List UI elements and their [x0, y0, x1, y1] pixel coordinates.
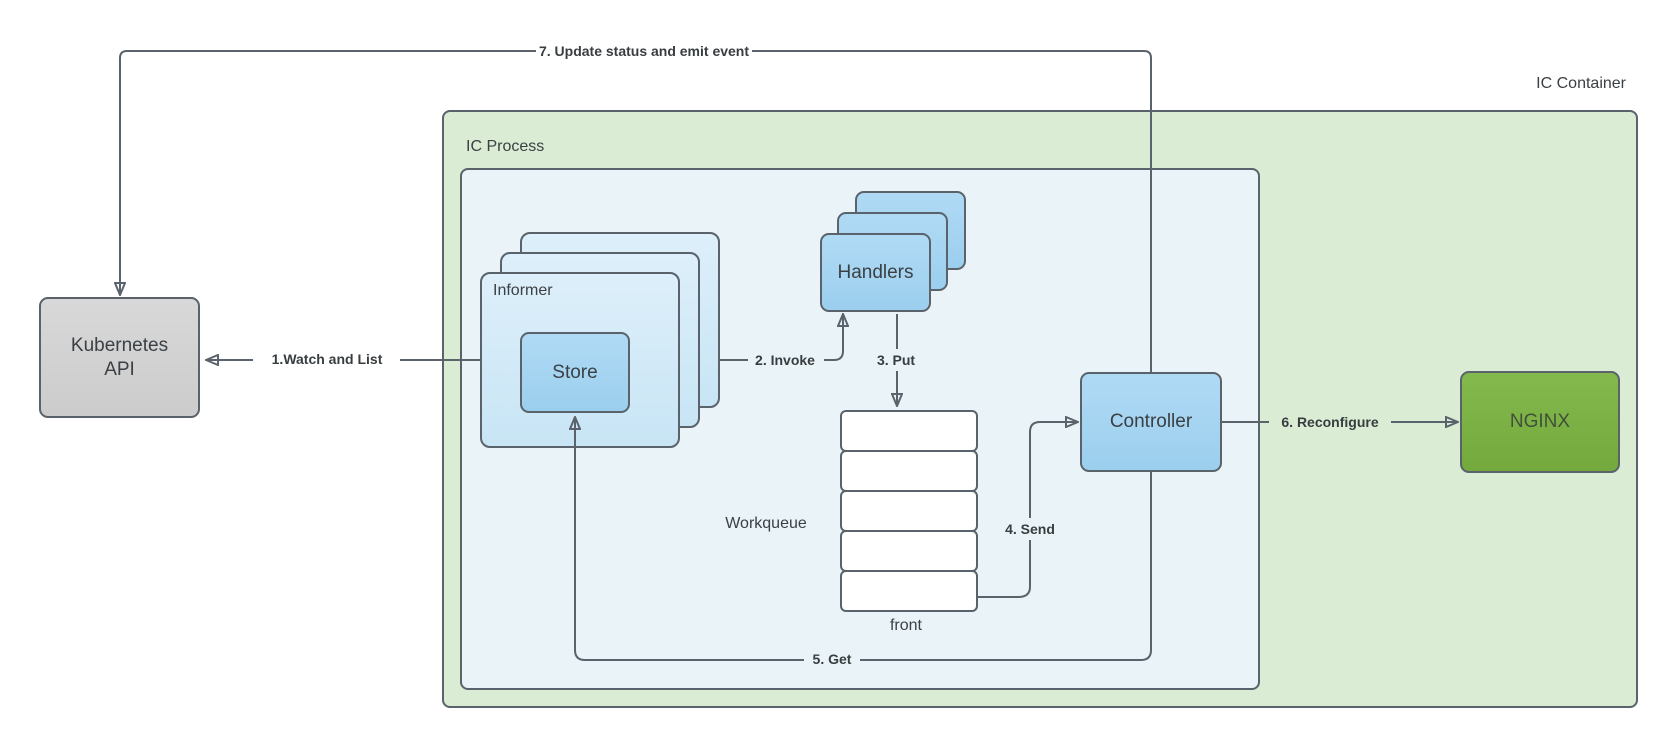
controller-node: Controller	[1080, 372, 1222, 472]
arrow-label-6: 6. Reconfigure	[1281, 414, 1379, 430]
workqueue-slot	[840, 450, 978, 492]
kubernetes-api-label: Kubernetes API	[70, 334, 169, 380]
arrow-label-2: 2. Invoke	[755, 352, 815, 368]
controller-label: Controller	[1109, 411, 1193, 432]
handlers-label-front: Handlers	[837, 261, 914, 283]
workqueue-front-label: front	[889, 617, 922, 634]
arrow-label-5: 5. Get	[812, 651, 852, 667]
informer-label: Informer	[493, 282, 553, 299]
nginx-node: NGINX	[1460, 371, 1620, 473]
workqueue-slot	[840, 570, 978, 612]
nginx-label: NGINX	[1509, 411, 1571, 432]
informer-card-front: Informer Store	[480, 272, 680, 448]
workqueue-slot	[840, 410, 978, 452]
workqueue-label: Workqueue	[725, 515, 807, 532]
ic-process-label: IC Process	[466, 138, 545, 155]
ic-container-label: IC Container	[1536, 75, 1626, 92]
arrow-label-7: 7. Update status and emit event	[538, 43, 750, 59]
kubernetes-api-node: Kubernetes API	[39, 297, 200, 418]
arrow-label-3: 3. Put	[876, 352, 916, 368]
workqueue-slot	[840, 530, 978, 572]
arrow-label-1: 1.Watch and List	[271, 351, 383, 367]
arrow-label-4: 4. Send	[1005, 521, 1055, 537]
store-label: Store	[552, 361, 598, 383]
workqueue-slot	[840, 490, 978, 532]
handlers-card-front: Handlers	[820, 233, 931, 312]
store-node: Store	[520, 332, 630, 413]
